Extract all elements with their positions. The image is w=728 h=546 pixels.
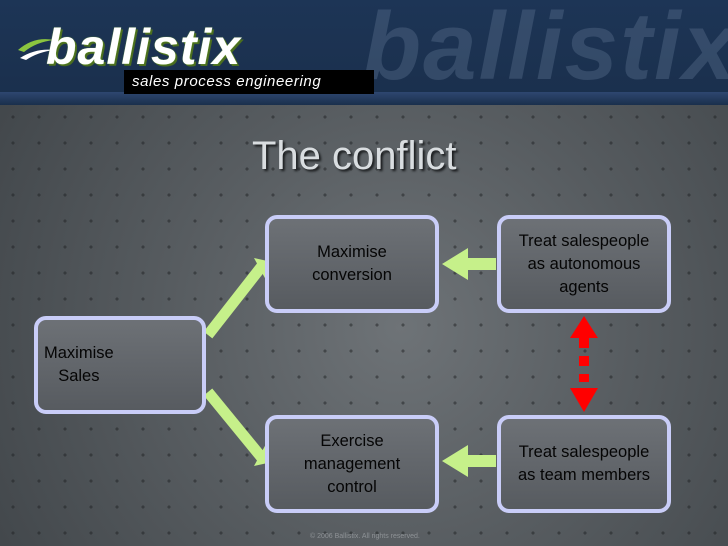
header-stripe [0, 92, 728, 105]
slide-title: The conflict [252, 134, 457, 178]
conflict-arrow-down-head [570, 388, 598, 412]
prerequisite-box-team-members: Treat salespeople as team members [497, 415, 671, 513]
conflict-dash-3 [579, 374, 589, 382]
requirement-box-maximise-conversion: Maximise conversion [265, 215, 439, 313]
requirement-box-management-control: Exercise management control [265, 415, 439, 513]
tagline: sales process engineering [124, 70, 374, 94]
header-banner: ballistix ballistix sales process engine… [0, 0, 728, 105]
arrow-team-head [442, 445, 468, 477]
conflict-arrow-up-head [570, 316, 598, 338]
conflict-dash-1 [579, 338, 589, 348]
arrow-goal-to-control [203, 388, 267, 462]
arrow-autonomy-shaft [468, 258, 496, 270]
conflict-dash-2 [579, 356, 589, 366]
arrow-goal-to-conversion [203, 262, 267, 339]
logo: ballistix [46, 19, 242, 75]
prerequisite-box-autonomous-agents: Treat salespeople as autonomous agents [497, 215, 671, 313]
logo-swoosh-icon [18, 39, 54, 60]
arrow-team-shaft [468, 455, 496, 467]
arrow-autonomy-head [442, 248, 468, 280]
conflict-arrow [570, 316, 598, 412]
goal-to-requirements-arrows [203, 258, 272, 466]
logo-watermark: ballistix [362, 0, 728, 100]
goal-box-maximise-sales: Maximise Sales [34, 316, 206, 414]
copyright-footer: © 2006 Ballistix. All rights reserved. [310, 533, 420, 540]
prerequisite-arrows [442, 248, 496, 477]
